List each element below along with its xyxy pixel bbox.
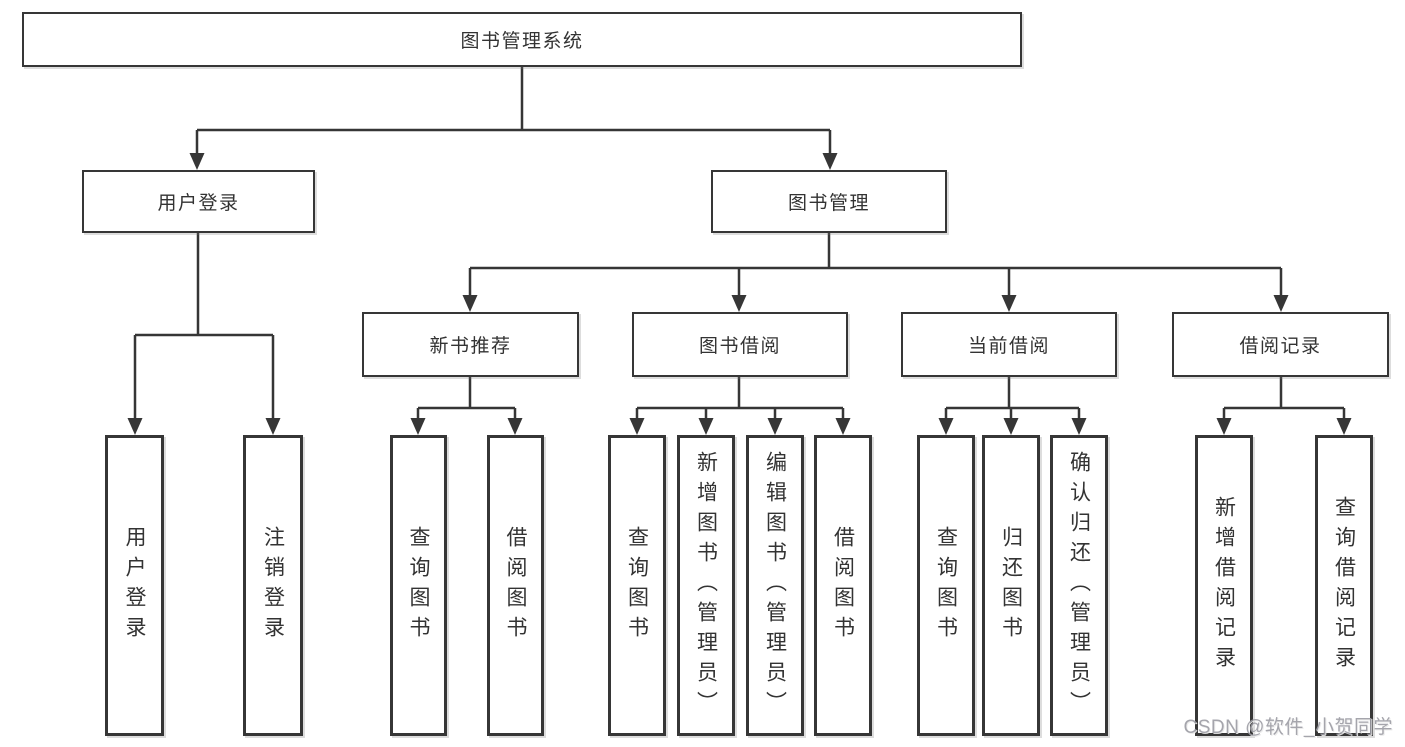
node-book-borrowing: 图书借阅: [632, 312, 848, 377]
leaf-user-login-label: 用户登录: [123, 525, 146, 646]
csdn-watermark: CSDN @软件_小贺同学: [1183, 717, 1393, 738]
leaf-confirm-return-admin-label: 确认归还（管理员）: [1067, 450, 1091, 721]
node-borrowing-records: 借阅记录: [1172, 312, 1389, 377]
connector-paths: [133, 67, 1346, 423]
node-user-login-label: 用户登录: [157, 193, 240, 214]
leaf-borrow-books-recommend-label: 借阅图书: [504, 525, 527, 646]
leaf-return-books: 归还图书: [982, 435, 1040, 736]
leaf-query-books-borrow-label: 查询图书: [625, 525, 649, 646]
leaf-edit-books-admin-label: 编辑图书（管理员）: [763, 450, 787, 721]
node-book-management: 图书管理: [711, 170, 947, 233]
node-root-label: 图书管理系统: [460, 31, 584, 52]
leaf-user-login: 用户登录: [105, 435, 164, 736]
leaf-logout: 注销登录: [243, 435, 303, 736]
leaf-query-books-current-label: 查询图书: [934, 525, 958, 646]
leaf-return-books-label: 归还图书: [999, 525, 1023, 646]
node-root: 图书管理系统: [22, 12, 1022, 67]
node-current-borrowing: 当前借阅: [901, 312, 1117, 377]
leaf-borrow-books-label: 借阅图书: [831, 525, 855, 646]
node-new-book-recommend-label: 新书推荐: [429, 336, 512, 357]
arrowheads: [127, 153, 1352, 435]
leaf-edit-books-admin: 编辑图书（管理员）: [746, 435, 804, 736]
node-borrowing-records-label: 借阅记录: [1239, 336, 1322, 357]
leaf-query-books-current: 查询图书: [917, 435, 975, 736]
node-user-login: 用户登录: [82, 170, 315, 233]
node-book-management-label: 图书管理: [787, 193, 870, 214]
leaf-add-books-admin: 新增图书（管理员）: [677, 435, 735, 736]
leaf-add-borrow-record: 新增借阅记录: [1195, 435, 1253, 736]
leaf-logout-label: 注销登录: [261, 525, 285, 646]
node-new-book-recommend: 新书推荐: [362, 312, 579, 377]
node-book-borrowing-label: 图书借阅: [698, 336, 781, 357]
leaf-query-borrow-record: 查询借阅记录: [1315, 435, 1373, 736]
leaf-query-books-borrow: 查询图书: [608, 435, 666, 736]
node-current-borrowing-label: 当前借阅: [967, 336, 1050, 357]
leaf-confirm-return-admin: 确认归还（管理员）: [1050, 435, 1108, 736]
leaf-add-borrow-record-label: 新增借阅记录: [1212, 495, 1236, 676]
leaf-query-borrow-record-label: 查询借阅记录: [1332, 495, 1356, 676]
leaf-add-books-admin-label: 新增图书（管理员）: [694, 450, 718, 721]
leaf-borrow-books: 借阅图书: [814, 435, 872, 736]
leaf-query-books-recommend-label: 查询图书: [407, 525, 430, 646]
leaf-borrow-books-recommend: 借阅图书: [487, 435, 544, 736]
leaf-query-books-recommend: 查询图书: [390, 435, 447, 736]
